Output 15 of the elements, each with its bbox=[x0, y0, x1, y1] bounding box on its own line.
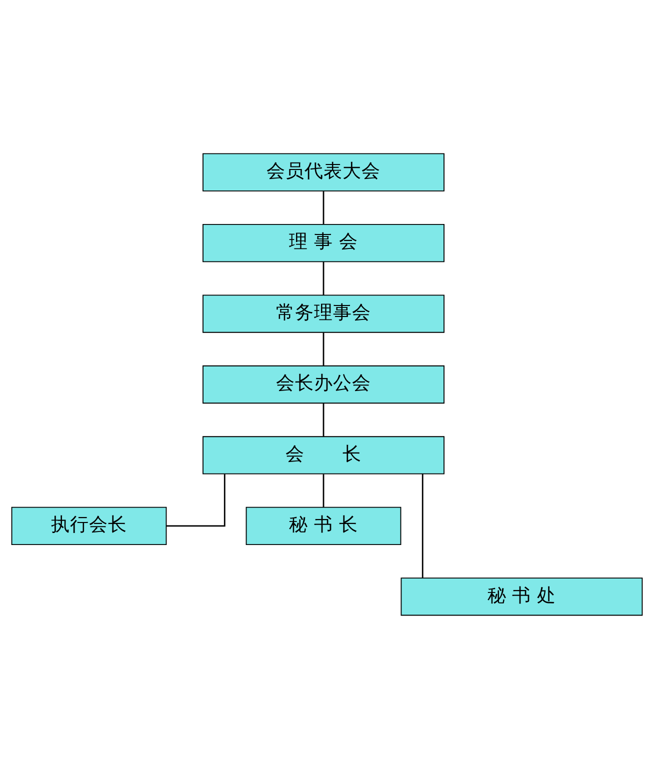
connector bbox=[322, 262, 324, 296]
connector bbox=[322, 191, 324, 224]
node-box: 会长办公会 bbox=[202, 365, 444, 404]
connector bbox=[322, 332, 324, 366]
node-box: 常务理事会 bbox=[202, 294, 444, 333]
connector bbox=[322, 403, 324, 436]
connector bbox=[322, 474, 324, 508]
node-box: 理 事 会 bbox=[202, 224, 444, 262]
connector bbox=[422, 474, 424, 578]
node-box: 会员代表大会 bbox=[202, 153, 444, 192]
node-box: 执行会长 bbox=[11, 506, 167, 546]
connector bbox=[166, 474, 226, 527]
node-box: 会 长 bbox=[202, 436, 444, 474]
node-box: 秘 书 处 bbox=[400, 578, 643, 616]
node-box: 秘 书 长 bbox=[246, 506, 402, 546]
